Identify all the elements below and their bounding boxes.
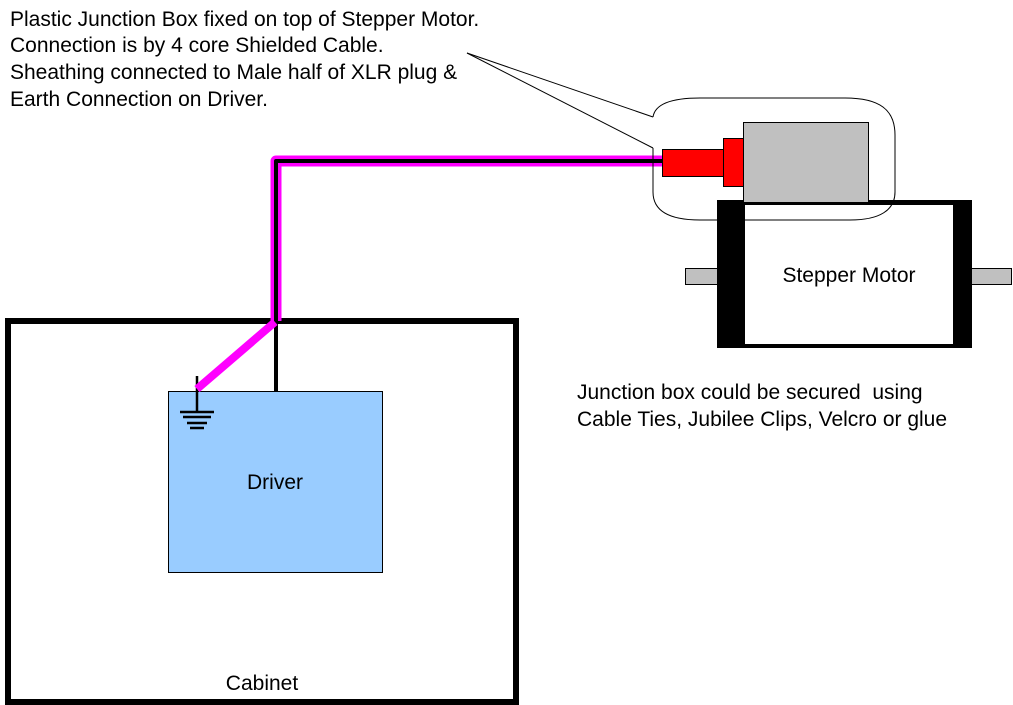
header-note-line-2: Connection is by 4 core Shielded Cable. [10, 34, 384, 57]
header-note: Plastic Junction Box fixed on top of Ste… [10, 8, 479, 111]
callout-line-lower [466, 52, 654, 149]
driver-label: Driver [247, 471, 303, 494]
junction-box-body [743, 122, 869, 203]
motor-shaft-left [685, 268, 718, 285]
header-note-line-4: Earth Connection on Driver. [10, 88, 268, 111]
cable-shield [270, 155, 663, 321]
callout-pointer [466, 52, 654, 149]
ground-icon [180, 376, 214, 430]
junction-box-enclosure [652, 97, 896, 221]
motor-shaft-right [971, 268, 1012, 285]
mounting-note: Junction box could be secured using Cabl… [577, 381, 947, 431]
cable-core [274, 159, 663, 321]
callout-line-upper [466, 52, 654, 118]
xlr-plug-collar [723, 138, 744, 187]
motor-body-face [745, 205, 953, 344]
cabinet-label: Cabinet [226, 672, 299, 695]
xlr-plug-barrel [662, 149, 724, 177]
shielded-cable [270, 155, 663, 321]
driver-box [168, 391, 383, 573]
stepper-motor-label: Stepper Motor [782, 264, 915, 287]
header-note-line-3: Sheathing connected to Male half of XLR … [10, 61, 457, 84]
stepper-motor: Stepper Motor [685, 200, 1012, 348]
xlr-plug [662, 138, 744, 187]
header-note-line-1: Plastic Junction Box fixed on top of Ste… [10, 8, 479, 31]
shield-drain-wire [194, 318, 278, 393]
mounting-note-line-2: Cable Ties, Jubilee Clips, Velcro or glu… [577, 408, 947, 431]
mounting-note-line-1: Junction box could be secured using [577, 381, 923, 404]
